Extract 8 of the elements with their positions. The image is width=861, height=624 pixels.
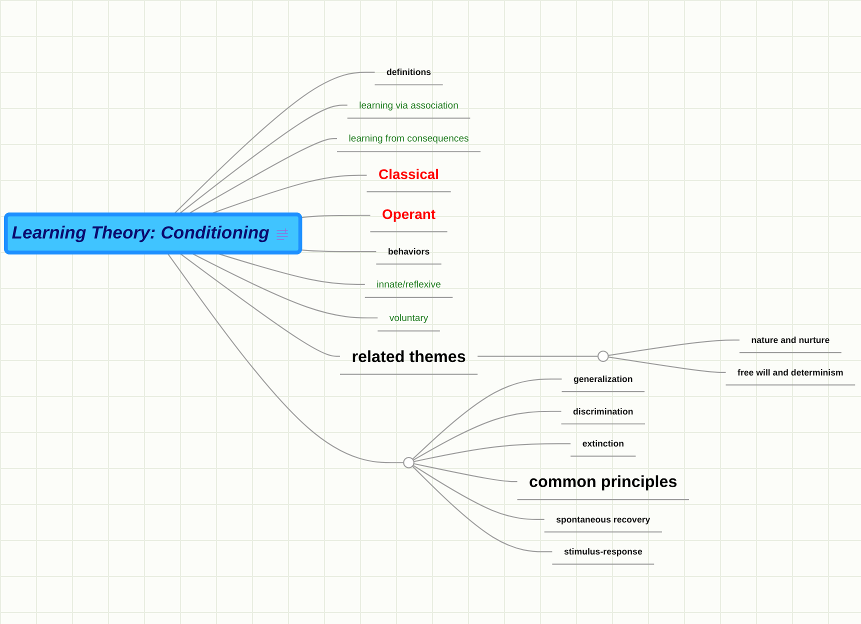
node-circle bbox=[597, 350, 609, 362]
connector bbox=[410, 378, 562, 462]
connector bbox=[178, 252, 340, 357]
connector bbox=[411, 410, 562, 462]
node-circle bbox=[403, 456, 414, 468]
connector bbox=[300, 249, 376, 252]
connector bbox=[410, 464, 552, 552]
connector bbox=[300, 214, 370, 218]
